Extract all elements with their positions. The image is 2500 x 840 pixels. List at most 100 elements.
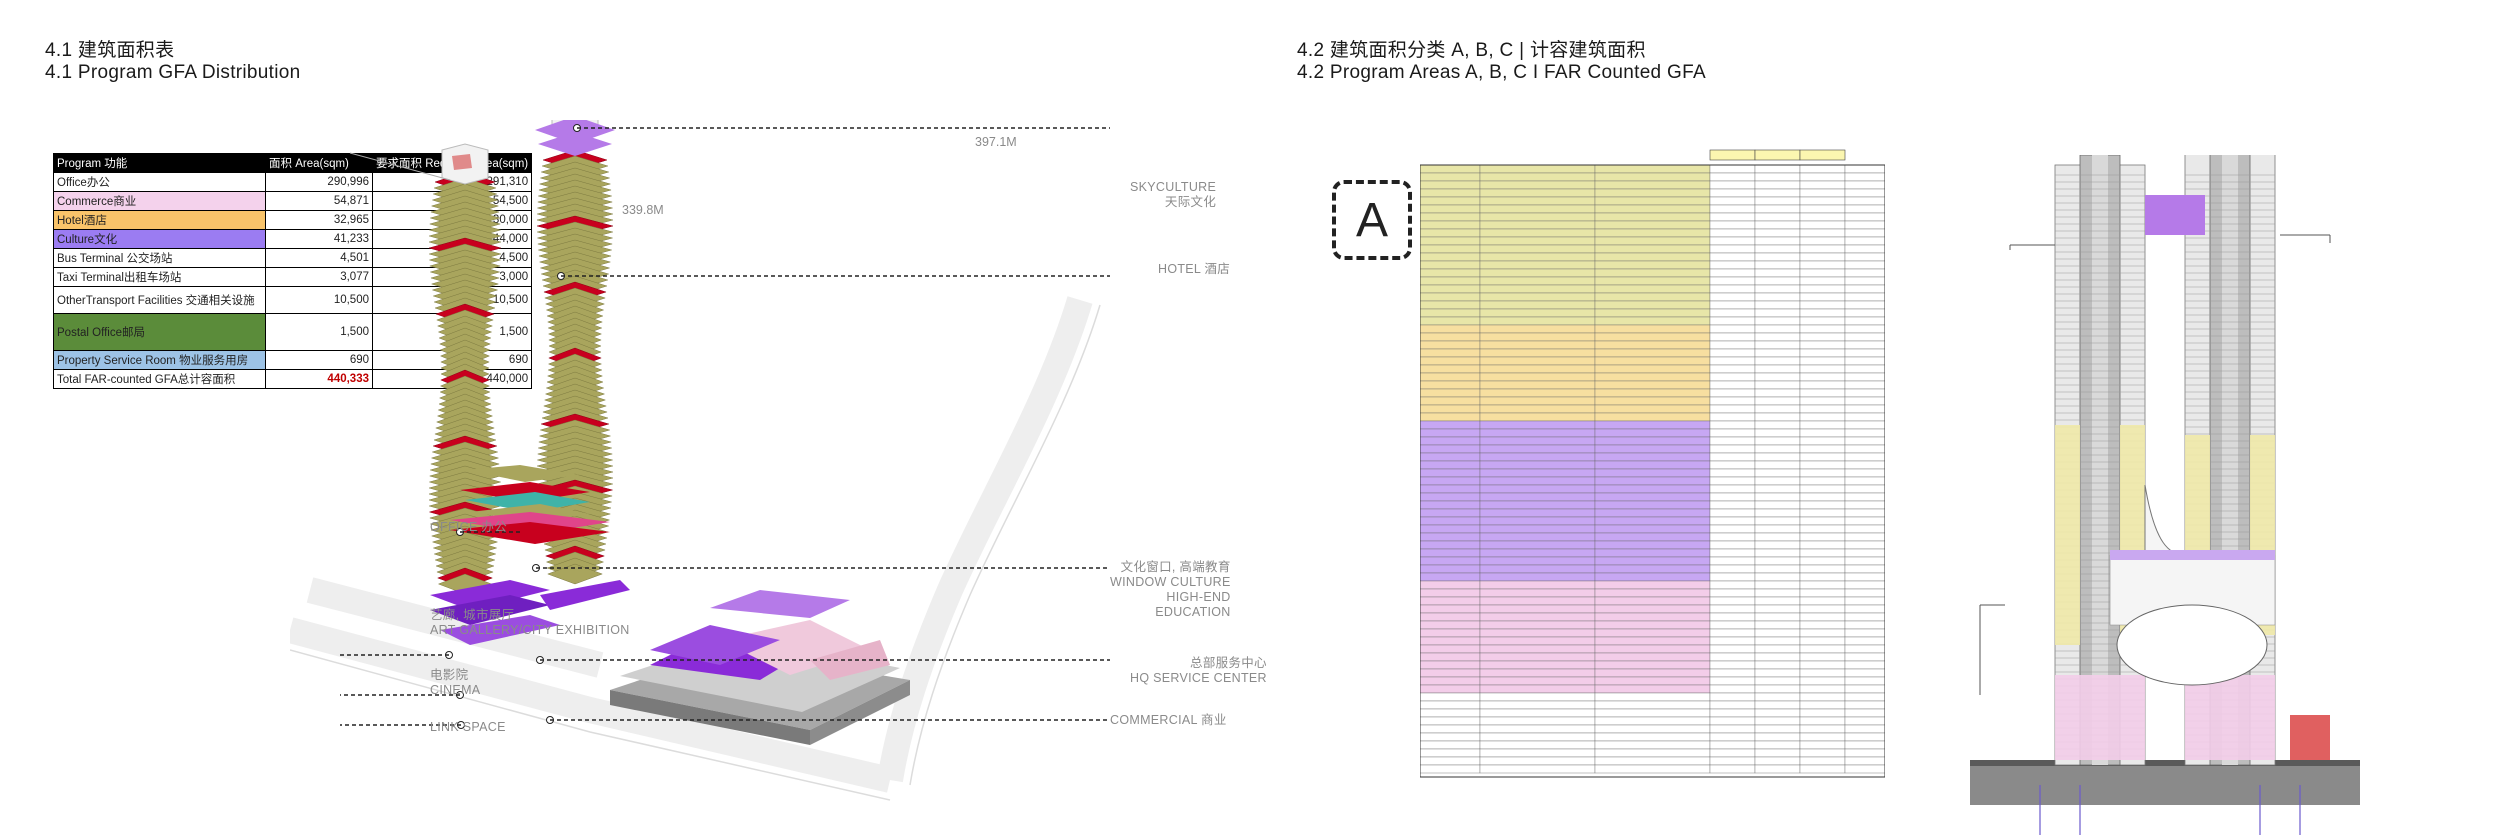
spreadsheet-cell bbox=[1420, 636, 1481, 646]
spreadsheet-cell bbox=[1799, 276, 1846, 286]
spreadsheet-cell bbox=[1709, 468, 1756, 478]
spreadsheet-cell bbox=[1844, 324, 1885, 334]
spreadsheet-cell bbox=[1420, 420, 1481, 430]
spreadsheet-cell bbox=[1479, 340, 1596, 350]
program-name: Bus Terminal 公交场站 bbox=[53, 248, 266, 268]
spreadsheet-cell bbox=[1799, 396, 1846, 406]
spreadsheet-cell bbox=[1799, 580, 1846, 590]
spreadsheet-cell bbox=[1799, 356, 1846, 366]
spreadsheet-cell bbox=[1754, 452, 1801, 462]
spreadsheet-cell bbox=[1844, 660, 1885, 670]
spreadsheet-cell bbox=[1420, 228, 1481, 238]
spreadsheet-cell bbox=[1594, 172, 1711, 182]
right-title-cn: 4.2 建筑面积分类 A, B, C | 计容建筑面积 bbox=[1297, 40, 1646, 61]
spreadsheet-cell bbox=[1420, 356, 1481, 366]
spreadsheet-cell bbox=[1479, 700, 1596, 710]
spreadsheet-cell bbox=[1754, 732, 1801, 742]
spreadsheet-cell bbox=[1479, 188, 1596, 198]
spreadsheet-cell bbox=[1479, 612, 1596, 622]
program-area: 32,965 bbox=[265, 210, 373, 230]
spreadsheet-cell bbox=[1844, 596, 1885, 606]
section-piles bbox=[2039, 785, 2301, 835]
program-name: OtherTransport Facilities 交通相关设施 bbox=[53, 286, 266, 314]
spreadsheet-cell bbox=[1594, 764, 1711, 774]
spreadsheet-cell bbox=[1799, 220, 1846, 230]
spreadsheet-cell bbox=[1420, 460, 1481, 470]
spreadsheet-cell bbox=[1799, 428, 1846, 438]
spreadsheet-cell bbox=[1754, 492, 1801, 502]
spreadsheet-cell bbox=[1844, 708, 1885, 718]
spreadsheet-cell bbox=[1754, 388, 1801, 398]
spreadsheet-cell bbox=[1594, 628, 1711, 638]
spreadsheet-cell bbox=[1479, 636, 1596, 646]
spreadsheet-cell bbox=[1799, 724, 1846, 734]
spreadsheet-cell bbox=[1420, 564, 1481, 574]
callout-link-space: LINK SPACE bbox=[430, 720, 506, 734]
spreadsheet-cell bbox=[1479, 204, 1596, 214]
spreadsheet-cell bbox=[1844, 436, 1885, 446]
spreadsheet-cell bbox=[1594, 412, 1711, 422]
spreadsheet-cell bbox=[1594, 708, 1711, 718]
spreadsheet-cell bbox=[1709, 452, 1756, 462]
spreadsheet-cell bbox=[1479, 564, 1596, 574]
section-cranes bbox=[1979, 234, 2331, 695]
spreadsheet-cell bbox=[1479, 260, 1596, 270]
spreadsheet-cell bbox=[1420, 580, 1481, 590]
spreadsheet-cell bbox=[1799, 636, 1846, 646]
spreadsheet-cell bbox=[1754, 668, 1801, 678]
spreadsheet-cell bbox=[1754, 756, 1801, 766]
spreadsheet-cell bbox=[1799, 516, 1846, 526]
spreadsheet-cell bbox=[1479, 276, 1596, 286]
spreadsheet-cell bbox=[1594, 292, 1711, 302]
spreadsheet-cell bbox=[1844, 588, 1885, 598]
spreadsheet-cell bbox=[1420, 452, 1481, 462]
spreadsheet-cell bbox=[1799, 324, 1846, 334]
spreadsheet-cell bbox=[1799, 588, 1846, 598]
spreadsheet-cell bbox=[1799, 260, 1846, 270]
spreadsheet-cell bbox=[1709, 652, 1756, 662]
right-title: 4.2 建筑面积分类 A, B, C | 计容建筑面积 4.2 Program … bbox=[1297, 40, 1706, 84]
spreadsheet-cell bbox=[1479, 164, 1596, 174]
spreadsheet-cell bbox=[1799, 652, 1846, 662]
spreadsheet-cell bbox=[1754, 404, 1801, 414]
spreadsheet-cell bbox=[1844, 604, 1885, 614]
spreadsheet-cell bbox=[1844, 476, 1885, 486]
spreadsheet-cell bbox=[1844, 308, 1885, 318]
spreadsheet-cell bbox=[1594, 284, 1711, 294]
spreadsheet-cell bbox=[1799, 564, 1846, 574]
spreadsheet-cell bbox=[1594, 372, 1711, 382]
spreadsheet-cell bbox=[1709, 332, 1756, 342]
spreadsheet-cell bbox=[1799, 436, 1846, 446]
spreadsheet-cell bbox=[1709, 188, 1756, 198]
spreadsheet-cell bbox=[1594, 324, 1711, 334]
spreadsheet-cell bbox=[1844, 748, 1885, 758]
spreadsheet-cell bbox=[1709, 596, 1756, 606]
spreadsheet-cell bbox=[1479, 588, 1596, 598]
spreadsheet-cell bbox=[1479, 708, 1596, 718]
spreadsheet-cell bbox=[1420, 500, 1481, 510]
spreadsheet-cell bbox=[1709, 388, 1756, 398]
spreadsheet-cell bbox=[1754, 396, 1801, 406]
spreadsheet-cell bbox=[1420, 180, 1481, 190]
spreadsheet-cell bbox=[1594, 660, 1711, 670]
spreadsheet-cell bbox=[1844, 188, 1885, 198]
header-area: 面积 Area(sqm) bbox=[265, 153, 373, 173]
spreadsheet-cell bbox=[1479, 508, 1596, 518]
spreadsheet-cell bbox=[1709, 180, 1756, 190]
spreadsheet-cell bbox=[1799, 596, 1846, 606]
spreadsheet-cell bbox=[1844, 668, 1885, 678]
spreadsheet-cell bbox=[1709, 396, 1756, 406]
spreadsheet-cell bbox=[1844, 740, 1885, 750]
spreadsheet-cell bbox=[1754, 484, 1801, 494]
spreadsheet-cell bbox=[1754, 468, 1801, 478]
spreadsheet-cell bbox=[1420, 468, 1481, 478]
spreadsheet-cell bbox=[1709, 324, 1756, 334]
spreadsheet-cell bbox=[1799, 484, 1846, 494]
spreadsheet-cell bbox=[1844, 388, 1885, 398]
spreadsheet-cell bbox=[1709, 404, 1756, 414]
spreadsheet-cell bbox=[1799, 604, 1846, 614]
spreadsheet-cell bbox=[1479, 516, 1596, 526]
spreadsheet-cell bbox=[1594, 476, 1711, 486]
spreadsheet-cell bbox=[1420, 492, 1481, 502]
spreadsheet-cell bbox=[1799, 500, 1846, 510]
